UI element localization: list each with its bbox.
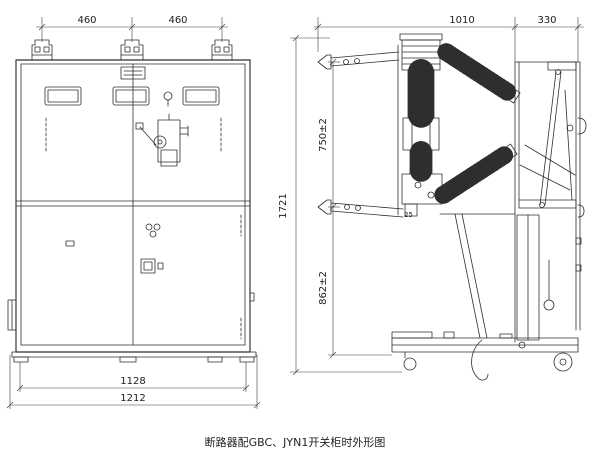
indicator-lamp [163, 91, 173, 107]
front-width-dim-left: 460 [77, 15, 96, 26]
upper-insulator [437, 43, 521, 104]
upper-contact-dim: 750±2 [318, 118, 329, 152]
upper-contact-arm [317, 51, 400, 70]
lower-contact-dim: 862±2 [318, 271, 329, 305]
support-struts [439, 213, 516, 339]
observation-window-center [112, 86, 150, 106]
height-dimension [290, 34, 402, 376]
top-width-dimension [36, 17, 228, 42]
rear-wheel [553, 352, 573, 372]
breaker-pole [397, 33, 443, 217]
small-dim: 25 [404, 211, 413, 219]
observation-window-right [182, 86, 220, 106]
front-inner-width-dim: 1128 [120, 376, 145, 387]
trolley-handle [471, 339, 489, 381]
lifting-lug-left [31, 39, 53, 61]
operating-mechanism [135, 113, 189, 167]
lower-door-details [65, 223, 164, 274]
lifting-lug-center [120, 39, 144, 61]
lower-contact-arm [317, 199, 404, 218]
cabinet-base [11, 351, 257, 363]
side-view [290, 17, 587, 381]
observation-window-left [44, 86, 82, 106]
depth-dimensions [314, 17, 584, 62]
front-view [6, 17, 261, 409]
side-height-dim: 1721 [278, 193, 289, 218]
front-width-dim-right: 460 [168, 15, 187, 26]
trolley [391, 331, 579, 359]
contact-height-dimensions [328, 58, 392, 359]
door-hinge-lines [45, 117, 242, 340]
front-overall-width-dim: 1212 [120, 393, 145, 404]
cabinet-body [15, 59, 251, 353]
side-depth-dim: 1010 [449, 15, 474, 26]
nameplate [120, 66, 146, 80]
operating-linkage [519, 69, 576, 311]
side-rear-depth-dim: 330 [537, 15, 556, 26]
lifting-lug-right [211, 39, 233, 61]
side-lock [7, 299, 17, 331]
lower-insulator [434, 143, 518, 204]
bottom-width-dimensions [6, 355, 261, 409]
rear-frame [514, 61, 587, 343]
figure-caption: 断路器配GBC、JYN1开关柜时外形图 [205, 435, 386, 449]
side-latch [249, 292, 255, 302]
front-wheel [403, 357, 417, 371]
